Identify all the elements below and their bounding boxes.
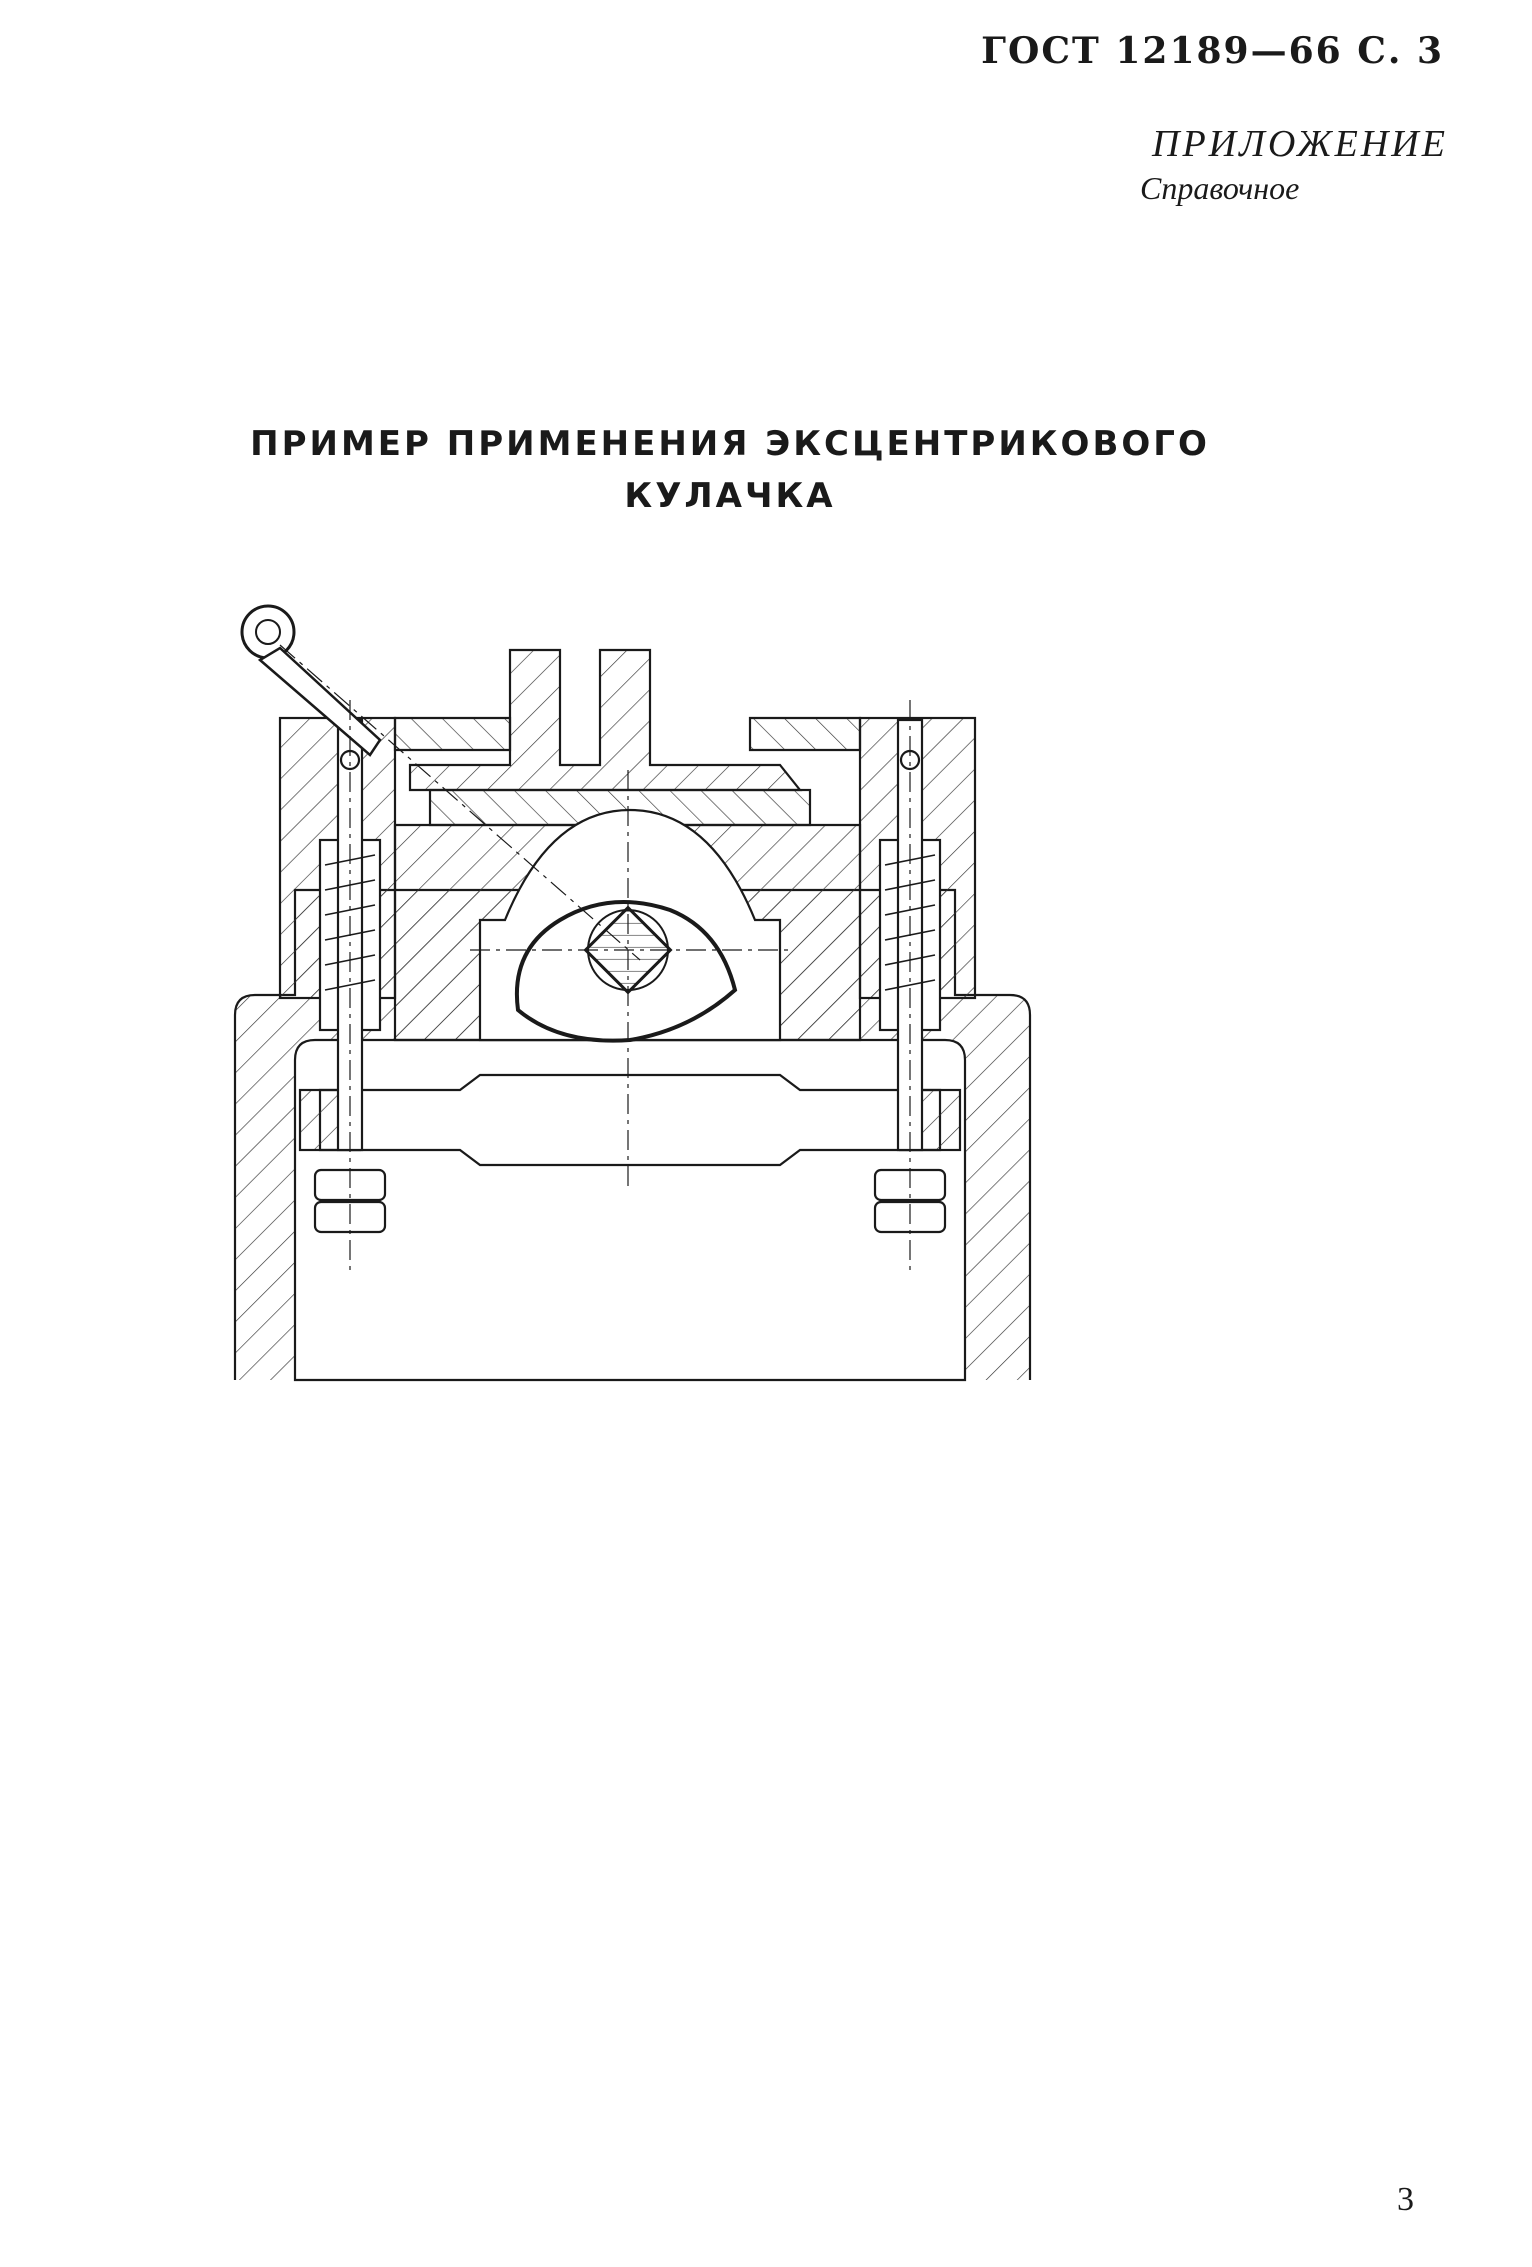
appendix-subtitle: Справочное	[1140, 170, 1300, 206]
title-line-2: КУЛАЧКА	[624, 476, 836, 516]
standard-code: ГОСТ 12189—66 С. 3	[981, 30, 1444, 72]
upper-plate-left	[393, 716, 512, 752]
appendix-title: ПРИЛОЖЕНИЕ	[1152, 123, 1448, 165]
page-number: 3	[1397, 2181, 1414, 2218]
document-title: ПРИМЕР ПРИМЕНЕНИЯ ЭКСЦЕНТРИКОВОГО КУЛАЧК…	[180, 418, 1280, 522]
title-line-1: ПРИМЕР ПРИМЕНЕНИЯ ЭКСЦЕНТРИКОВОГО	[250, 424, 1210, 464]
upper-plate-right	[748, 716, 862, 752]
eccentric-cam-drawing	[233, 604, 1032, 1382]
appendix-block: ПРИЛОЖЕНИЕ Справочное	[1140, 122, 1460, 207]
lever-diagonal	[279, 644, 641, 961]
lever-knob-inner	[255, 619, 281, 645]
